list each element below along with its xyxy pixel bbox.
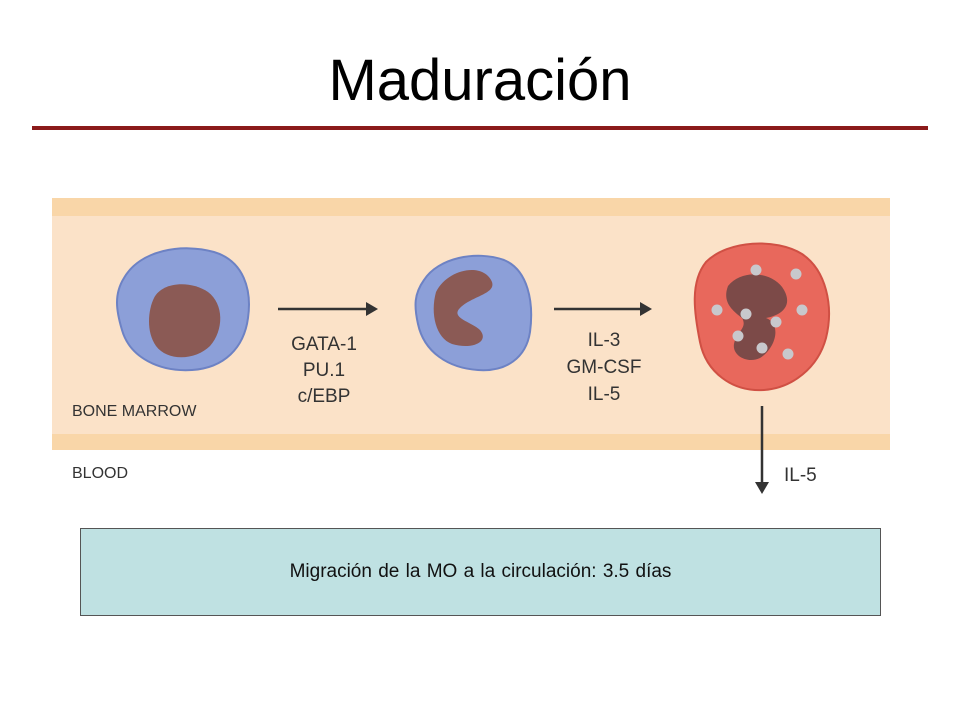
step2-factor-3: IL-5 [588, 384, 621, 405]
maturation-arrow-2 [554, 302, 652, 316]
granule [740, 308, 752, 320]
granule [790, 268, 802, 280]
granule [711, 304, 723, 316]
blood-region [52, 450, 890, 498]
slide-title: Maduración [328, 48, 632, 113]
marrow-top-border [52, 198, 890, 216]
myelocyte-cell [414, 254, 533, 372]
granule [732, 330, 744, 342]
granule [750, 264, 762, 276]
step1-factor-1: GATA-1 [291, 334, 357, 355]
migration-arrow [755, 406, 769, 494]
step1-factor-3: c/EBP [298, 386, 351, 407]
bone-marrow-label: BONE MARROW [72, 403, 197, 420]
step1-factor-2: PU.1 [303, 360, 345, 381]
title-divider [32, 126, 928, 130]
migration-factor-label: IL-5 [784, 465, 817, 486]
caption-box: Migración de la MO a la circulación: 3.5… [80, 528, 881, 616]
granule [782, 348, 794, 360]
marrow-bottom-border [52, 434, 890, 450]
blood-label: BLOOD [72, 465, 128, 482]
progenitor-cell [116, 247, 250, 372]
granule [756, 342, 768, 354]
granule [770, 316, 782, 328]
step2-factor-2: GM-CSF [567, 357, 642, 378]
eosinophil-cell [693, 242, 830, 392]
step2-factor-1: IL-3 [588, 330, 621, 351]
granule [796, 304, 808, 316]
caption-text: Migración de la MO a la circulación: 3.5… [289, 561, 672, 582]
maturation-arrow-1 [278, 302, 378, 316]
eosinophil-maturation-diagram: GATA-1 PU.1 c/EBP IL-3 GM-CSF IL-5 [52, 198, 890, 498]
